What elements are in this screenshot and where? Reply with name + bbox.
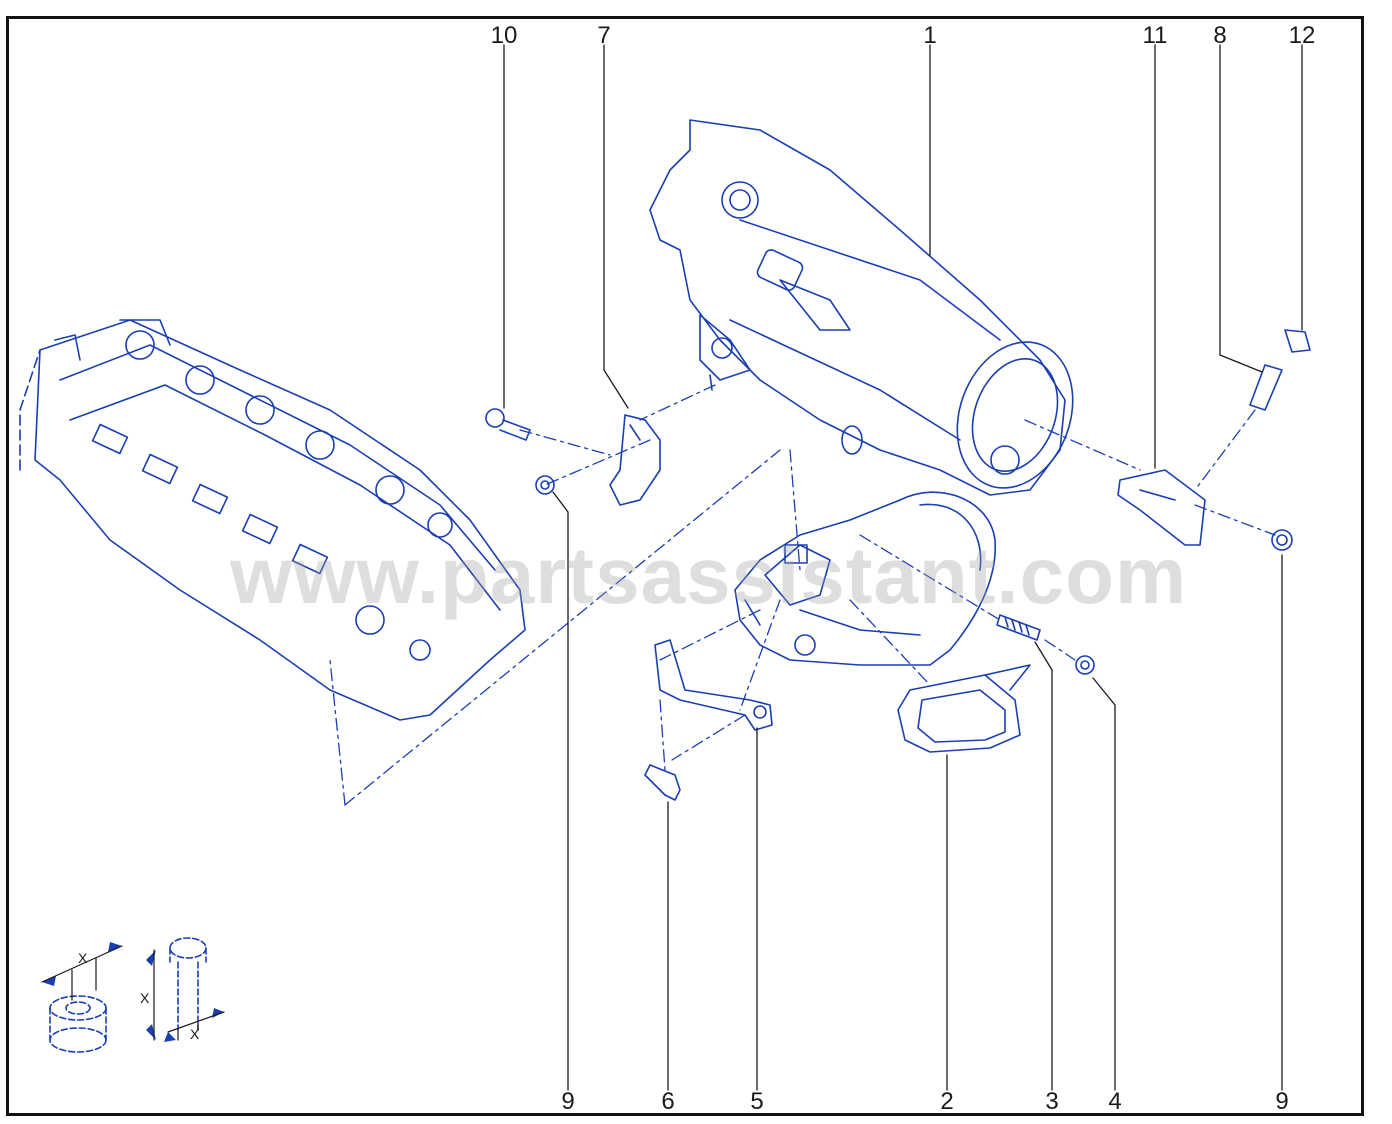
- bracket: [654, 639, 773, 731]
- callout-10: 10: [490, 22, 518, 49]
- nut-9-left: [535, 475, 555, 495]
- callout-7: 7: [597, 22, 611, 49]
- cylinder-head: [19, 319, 526, 721]
- nut: [1075, 655, 1095, 675]
- bolt-10: [485, 408, 531, 441]
- callout-6: 6: [661, 1088, 675, 1115]
- diagram-frame: [6, 16, 1364, 1116]
- watermark: www.partsassistant.com: [230, 531, 1188, 620]
- torque-legend-bolt-icon: [169, 937, 207, 1031]
- bolt-width-dimension-label: X: [190, 1026, 200, 1042]
- bolt-length-dimension-label: X: [140, 990, 150, 1006]
- callout-11: 11: [1142, 22, 1168, 49]
- heat-shield-bracket-7: [609, 414, 661, 506]
- torque-legend-nut-icon: [49, 995, 107, 1053]
- nut-9-right: [1271, 529, 1293, 551]
- bolt-6: [644, 764, 681, 801]
- stud: [996, 614, 1041, 641]
- callout-9-left: 9: [561, 1088, 575, 1115]
- stud-8: [1249, 364, 1283, 411]
- callout-1: 1: [923, 22, 937, 49]
- callout-12: 12: [1288, 22, 1316, 49]
- exhaust-manifold-catalytic-converter: [649, 119, 1074, 666]
- callout-3: 3: [1045, 1088, 1059, 1115]
- callout-2: 2: [940, 1088, 954, 1115]
- nut-12: [1284, 329, 1311, 353]
- callout-4: 4: [1108, 1088, 1122, 1115]
- gasket: [897, 664, 1031, 753]
- callout-9-right: 9: [1275, 1088, 1289, 1115]
- nut-dimension-label: X: [78, 950, 88, 966]
- callout-8: 8: [1213, 22, 1227, 49]
- bracket-11: [1117, 469, 1206, 546]
- callout-5: 5: [750, 1088, 764, 1115]
